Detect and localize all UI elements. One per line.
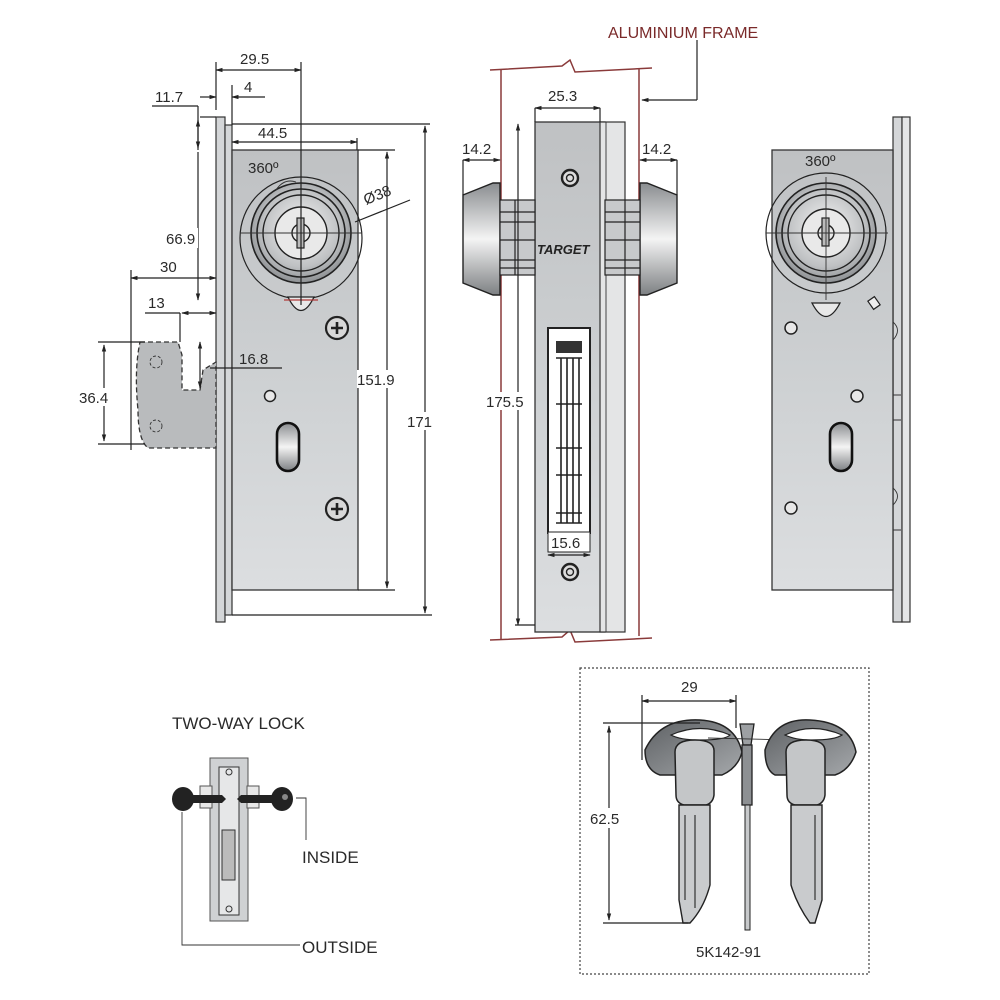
bolt-hole-top [149,355,163,369]
oval-slot [275,421,301,473]
faceplate [215,116,226,623]
cylinder-rear [765,172,888,318]
dim-faceplate-thickness: 4 [244,79,252,96]
rear-view: 360º [765,116,911,623]
inside-label: INSIDE [302,848,359,867]
dim-top-to-cylinder: 66.9 [166,231,195,248]
small-hole [850,389,864,403]
cylinder-left [462,182,536,296]
faceplate-rear [892,116,903,623]
key-outside-icon [172,787,226,811]
small-hole [263,389,277,403]
bolt-hole-bottom [149,419,163,433]
hook-bolt [135,341,217,449]
brand-logo: TARGET [537,242,591,257]
key-pin-icon [707,723,791,931]
key-right-icon [764,719,857,924]
dim-strike-width: 15.6 [551,535,580,552]
keys-panel: 29 62.5 5K142-91 [579,667,870,975]
dimension-lines [98,62,432,616]
keys-panel-border [579,667,870,975]
small-hole [784,501,798,515]
dim-key-head-width: 29 [681,679,698,696]
dimension-lines-side [462,40,698,626]
aluminium-frame [489,58,653,643]
dim-faceplate-height: 171 [407,414,432,431]
dim-cylinder-right: 14.2 [642,141,671,158]
key-inside-icon [237,787,293,811]
dim-frame-height: 175.5 [486,394,524,411]
dim-bolt-gap: 16.8 [239,351,268,368]
two-way-lock-illustration: TWO-WAY LOCK INSIDE OUTSIDE [172,714,378,957]
key-part-number: 5K142-91 [696,944,761,961]
key-left-icon [644,719,743,924]
faceplate-inner [224,124,233,616]
two-way-lock-title: TWO-WAY LOCK [172,714,306,733]
keyway-icon [821,217,830,247]
dim-bolt-height: 36.4 [79,390,108,407]
dim-key-length: 62.5 [590,811,619,828]
dim-body-depth: 25.3 [548,88,577,105]
dim-backset: 29.5 [240,51,269,68]
hex-screw-icon [560,562,580,582]
screw-icon [324,496,350,522]
small-hole [784,321,798,335]
dim-cylinder-diameter: Ø38 [361,182,394,208]
bolt-window [547,327,591,534]
dim-cylinder-rotation: 360º [248,160,279,177]
dim-body-height: 151.9 [357,372,395,389]
dim-bolt-throw: 30 [160,259,177,276]
cylinder-right [604,182,678,296]
dim-faceplate-offset: 11.7 [155,89,183,106]
faceplate-side [599,121,626,633]
side-view: TARGET 25.3 14.2 14.2 175.5 15.6 A [462,25,758,643]
dim-bolt-depth: 13 [148,295,165,312]
screw-icon [324,315,350,341]
outside-label: OUTSIDE [302,938,378,957]
hex-screw-icon [560,168,580,188]
dim-body-width: 44.5 [258,125,287,142]
aluminium-frame-label: ALUMINIUM FRAME [608,25,758,42]
dim-cylinder-left: 14.2 [462,141,491,158]
dim-cylinder-rotation-rear: 360º [805,153,836,170]
oval-slot [828,421,854,473]
front-view: 29.5 4 11.7 44.5 360º Ø38 66.9 30 13 16.… [78,51,435,623]
